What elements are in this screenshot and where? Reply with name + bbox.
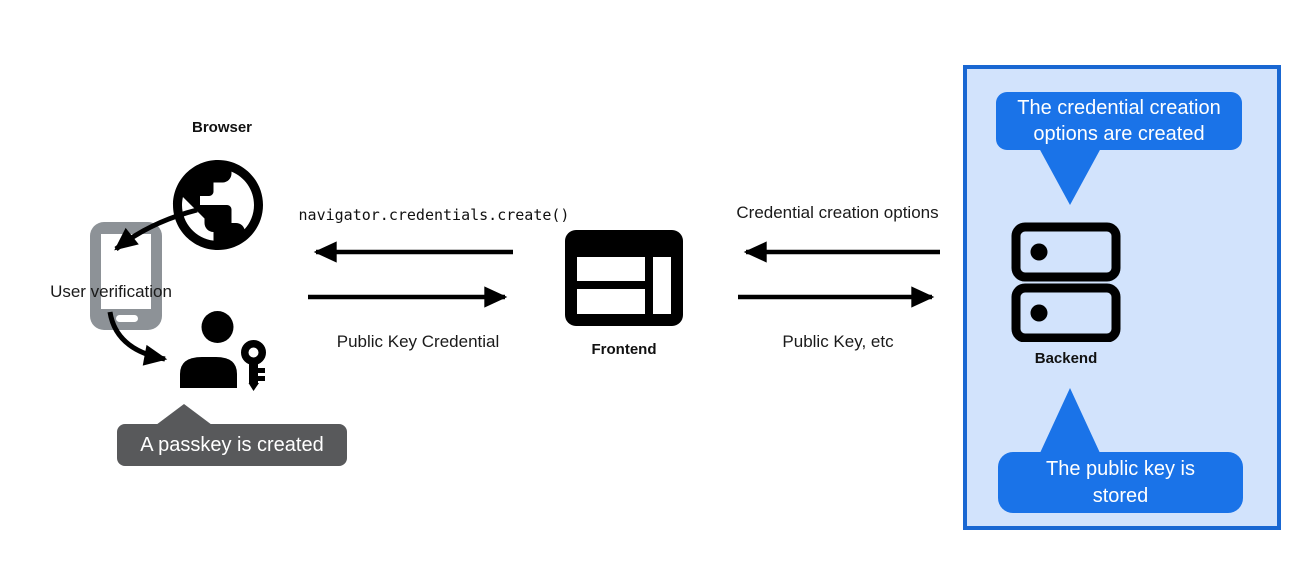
public-key-credential-label: Public Key Credential	[336, 332, 500, 351]
passkey-created-callout: A passkey is created	[117, 424, 347, 466]
person-with-key-icon	[180, 311, 266, 391]
public-key-etc-label: Public Key, etc	[782, 332, 894, 351]
server-stack-icon	[1011, 222, 1121, 342]
globe-icon	[173, 160, 263, 250]
credential-creation-options-label: Credential creation options	[736, 203, 939, 222]
smartphone-icon	[90, 222, 162, 330]
backend-panel: The credential creation options are crea…	[963, 65, 1281, 530]
browser-label: Browser	[191, 119, 253, 136]
backend-panel-inner: The credential creation options are crea…	[967, 69, 1277, 526]
options-created-callout-pointer	[1039, 148, 1101, 205]
public-key-stored-callout: The public key is stored	[998, 452, 1243, 513]
backend-label: Backend	[1034, 350, 1098, 367]
browser-window-icon	[565, 230, 683, 326]
public-key-stored-callout-pointer	[1040, 388, 1100, 453]
frontend-label: Frontend	[591, 341, 657, 358]
passkey-callout-pointer	[156, 404, 212, 425]
navigator-credentials-create-label: navigator.credentials.create()	[298, 206, 570, 224]
options-created-callout: The credential creation options are crea…	[996, 92, 1242, 150]
user-verification-label: User verification	[50, 282, 172, 301]
